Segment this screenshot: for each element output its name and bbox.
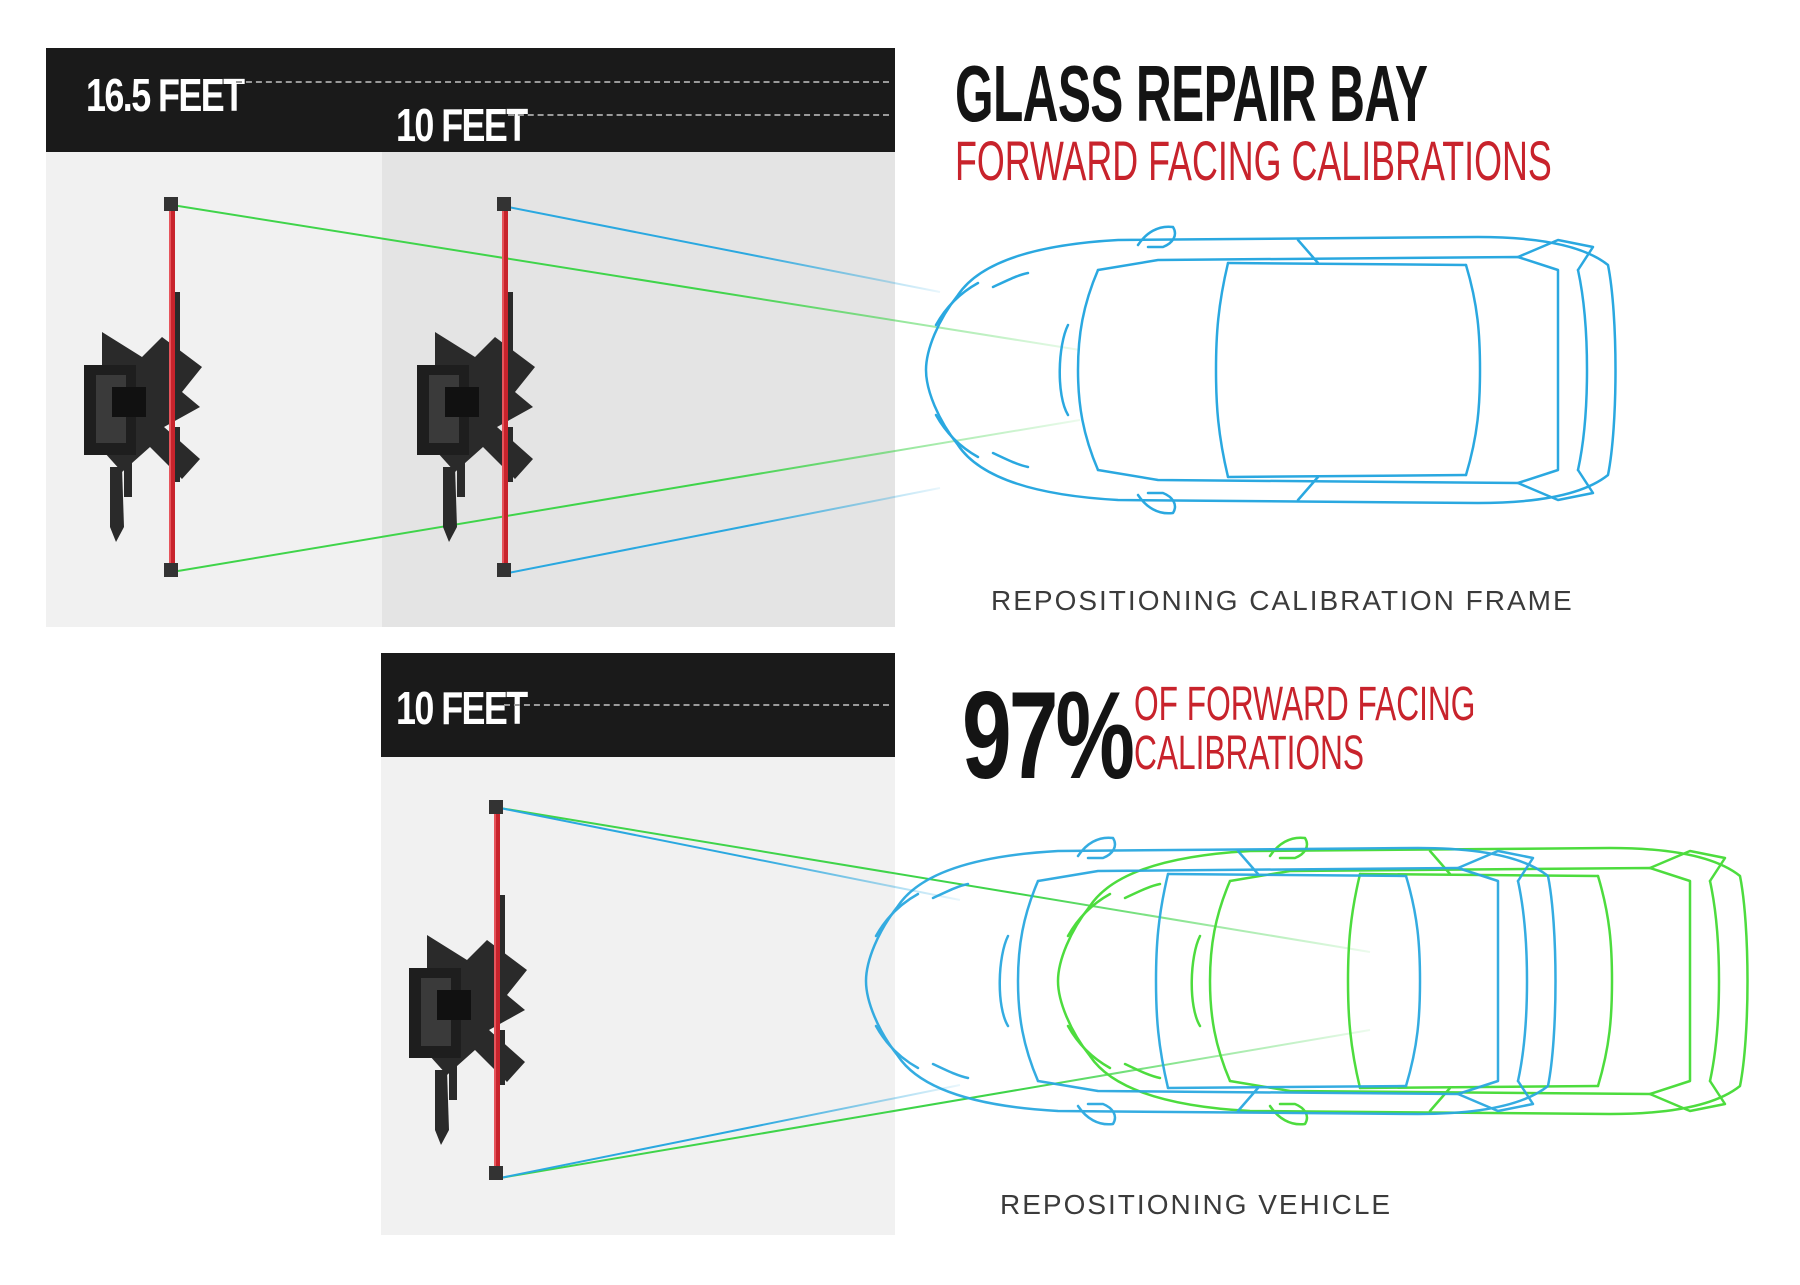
distance-label-10-feet-top: 10 FEET (396, 99, 528, 151)
beam-green-upper (171, 204, 1081, 351)
bottom-distance-bar: 10 FEET (381, 653, 895, 757)
bottom-beams (499, 807, 1371, 1179)
caption-repositioning-vehicle: REPOSITIONING VEHICLE (1000, 1189, 1393, 1220)
beam-green-lower-bottom (499, 1029, 1371, 1179)
distance-dash-near (508, 114, 889, 116)
beam-blue-lower (507, 487, 941, 574)
stat-text-line2: CALIBRATIONS (1134, 727, 1365, 780)
calibration-frame-bottom (409, 800, 527, 1180)
top-distance-bar: 16.5 FEET 10 FEET (46, 48, 895, 152)
beam-blue-upper (507, 206, 941, 293)
calibration-frame-far (84, 197, 202, 577)
car-outline-blue-top (924, 225, 1617, 515)
caption-repositioning-frame: REPOSITIONING CALIBRATION FRAME (991, 585, 1574, 616)
beam-green-lower (171, 419, 1081, 573)
distance-label-16-5-feet: 16.5 FEET (86, 69, 245, 121)
distance-dash-far (236, 81, 889, 83)
beam-blue-upper-bottom (499, 807, 961, 901)
title-glass-repair-bay: GLASS REPAIR BAY (955, 49, 1428, 138)
subtitle-forward-facing: FORWARD FACING CALIBRATIONS (955, 129, 1552, 192)
stat-text-line1: OF FORWARD FACING (1134, 678, 1476, 731)
top-beams (171, 204, 1081, 574)
car-outline-green (1056, 836, 1749, 1126)
distance-label-10-feet-bottom: 10 FEET (396, 682, 528, 734)
beam-blue-lower-bottom (499, 1084, 961, 1179)
stat-97-percent: 97% (962, 667, 1135, 805)
beam-green-upper-bottom (499, 807, 1371, 953)
distance-dash-bottom (504, 704, 889, 706)
